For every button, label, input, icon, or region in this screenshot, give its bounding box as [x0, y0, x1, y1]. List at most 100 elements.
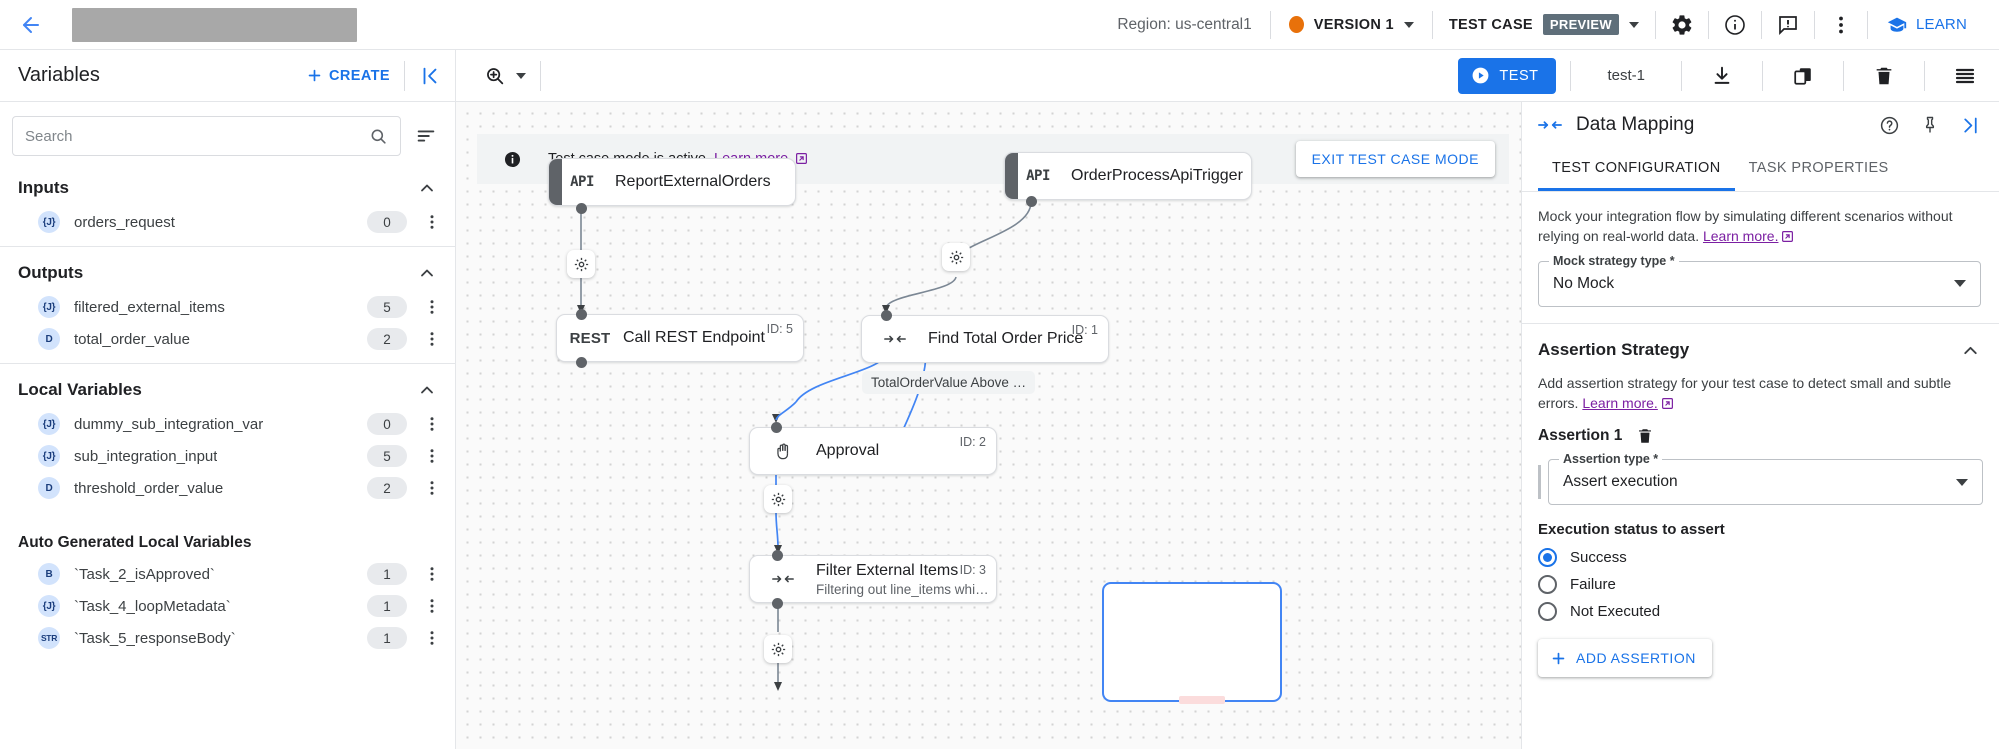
flow-canvas[interactable]: Test case mode is active. Learn more. EX… [456, 102, 1521, 749]
section-header-inputs[interactable]: Inputs [0, 168, 455, 206]
list-item[interactable]: {J} dummy_sub_integration_var 0 [0, 408, 455, 440]
assertion-strategy-header[interactable]: Assertion Strategy [1522, 324, 1999, 365]
radio-label: Success [1570, 549, 1627, 567]
edge-gear-icon[interactable] [764, 635, 792, 663]
list-item[interactable]: {J} orders_request 0 [0, 206, 455, 238]
radio-option-success[interactable]: Success [1522, 544, 1999, 571]
tab-task-properties[interactable]: TASK PROPERTIES [1748, 160, 1889, 176]
create-variable-button[interactable]: CREATE [306, 67, 390, 84]
more-vert-icon[interactable] [421, 479, 443, 497]
more-vert-icon[interactable] [421, 447, 443, 465]
list-item[interactable]: B `Task_2_isApproved` 1 [0, 558, 455, 590]
edge-condition-label[interactable]: TotalOrderValue Above … [862, 371, 1036, 394]
node-selected-empty[interactable] [1102, 582, 1282, 702]
list-icon[interactable] [1939, 51, 1991, 101]
more-vert-icon[interactable] [421, 629, 443, 647]
edge-gear-icon[interactable] [942, 243, 970, 271]
back-arrow-icon[interactable] [14, 8, 48, 42]
more-vert-icon[interactable] [1815, 0, 1867, 50]
variable-type-badge: B [38, 563, 60, 585]
version-selector[interactable]: VERSION 1 [1271, 16, 1432, 33]
more-vert-icon[interactable] [421, 330, 443, 348]
search-box[interactable] [12, 116, 401, 156]
test-button[interactable]: TEST [1458, 57, 1557, 94]
gear-icon[interactable] [1656, 0, 1708, 50]
node-input-port[interactable] [772, 550, 783, 561]
mock-strategy-label: Mock strategy type * [1549, 253, 1679, 268]
pin-icon[interactable] [1920, 115, 1940, 135]
toolbar-right-group: TEST test-1 [1458, 50, 1999, 101]
mock-strategy-section: Mock your integration flow by simulating… [1522, 192, 1999, 324]
list-item[interactable]: {J} `Task_4_loopMetadata` 1 [0, 590, 455, 622]
help-icon[interactable] [1879, 115, 1900, 136]
mock-strategy-select[interactable]: Mock strategy type * No Mock [1538, 253, 1981, 307]
add-assertion-button[interactable]: ADD ASSERTION [1538, 639, 1712, 678]
node-approval[interactable]: Approval ID: 2 [749, 427, 997, 475]
more-vert-icon[interactable] [421, 565, 443, 583]
learn-button[interactable]: LEARN [1868, 14, 1985, 36]
more-vert-icon[interactable] [421, 298, 443, 316]
assertion-type-select[interactable]: Assertion type * Assert execution [1548, 452, 1983, 506]
trash-icon[interactable] [1858, 51, 1910, 101]
test-case-selector[interactable]: TEST CASE PREVIEW [1433, 14, 1655, 35]
collapse-panel-icon[interactable] [419, 65, 441, 87]
node-report-external-orders[interactable]: API ReportExternalOrders [548, 158, 796, 206]
radio-option-not-executed[interactable]: Not Executed [1522, 598, 1999, 625]
download-icon[interactable] [1696, 51, 1748, 101]
list-item[interactable]: D threshold_order_value 2 [0, 472, 455, 504]
section-header-outputs[interactable]: Outputs [0, 253, 455, 291]
variable-type-badge: {J} [38, 296, 60, 318]
zoom-control[interactable] [484, 65, 526, 87]
node-order-process-api-trigger[interactable]: API OrderProcessApiTrigger [1004, 152, 1252, 200]
list-item[interactable]: {J} sub_integration_input 5 [0, 440, 455, 472]
variables-panel-header: Variables CREATE [0, 50, 456, 101]
panel-title: Data Mapping [1576, 114, 1695, 135]
test-case-name[interactable]: test-1 [1607, 67, 1645, 84]
node-filter-external-items[interactable]: Filter External Items Filtering out line… [749, 555, 997, 603]
exit-test-case-mode-button[interactable]: EXIT TEST CASE MODE [1295, 141, 1495, 177]
divider [1570, 60, 1572, 91]
node-output-port[interactable] [1026, 196, 1037, 207]
radio-icon [1538, 602, 1557, 622]
data-mapping-icon [862, 331, 928, 347]
radio-option-failure[interactable]: Failure [1522, 571, 1999, 598]
search-input[interactable] [25, 127, 369, 145]
node-input-port[interactable] [576, 309, 587, 320]
sort-icon[interactable] [411, 125, 441, 147]
more-vert-icon[interactable] [421, 213, 443, 231]
learn-more-link[interactable]: Learn more. [1582, 394, 1658, 411]
more-vert-icon[interactable] [421, 415, 443, 433]
copy-icon[interactable] [1777, 51, 1829, 101]
learn-more-link[interactable]: Learn more. [1702, 228, 1779, 245]
tab-test-configuration[interactable]: TEST CONFIGURATION [1538, 148, 1735, 191]
node-input-port[interactable] [881, 310, 892, 321]
list-item[interactable]: {J} filtered_external_items 5 [0, 291, 455, 323]
edge-gear-icon[interactable] [764, 485, 792, 513]
info-icon[interactable] [1709, 0, 1761, 50]
top-header: Region: us-central1 VERSION 1 TEST CASE … [0, 0, 1999, 50]
divider [1760, 10, 1762, 39]
version-label: VERSION 1 [1313, 16, 1394, 33]
node-output-port[interactable] [576, 357, 587, 368]
variable-name: orders_request [74, 213, 175, 231]
variable-type-badge: D [38, 328, 60, 350]
expand-right-icon[interactable] [1960, 115, 1981, 136]
node-call-rest-endpoint[interactable]: REST Call REST Endpoint ID: 5 [556, 314, 804, 362]
node-find-total-order-price[interactable]: Find Total Order Price ID: 1 [861, 315, 1109, 363]
node-id-label: ID: 1 [1071, 323, 1098, 337]
node-id-label: ID: 3 [959, 563, 986, 577]
section-header-local-variables[interactable]: Local Variables [0, 370, 455, 408]
trash-icon[interactable] [1636, 427, 1654, 445]
edge-gear-icon[interactable] [567, 250, 595, 278]
assertion-accent-bar [1538, 465, 1541, 500]
list-item[interactable]: D total_order_value 2 [0, 323, 455, 355]
section-title: Inputs [18, 178, 69, 197]
zoom-in-icon [487, 67, 504, 84]
spacer [0, 510, 455, 528]
list-item[interactable]: STR `Task_5_responseBody` 1 [0, 622, 455, 654]
node-output-port[interactable] [772, 598, 783, 609]
node-input-port[interactable] [771, 422, 782, 433]
more-vert-icon[interactable] [421, 597, 443, 615]
node-output-port[interactable] [576, 203, 587, 214]
feedback-icon[interactable] [1762, 0, 1814, 50]
